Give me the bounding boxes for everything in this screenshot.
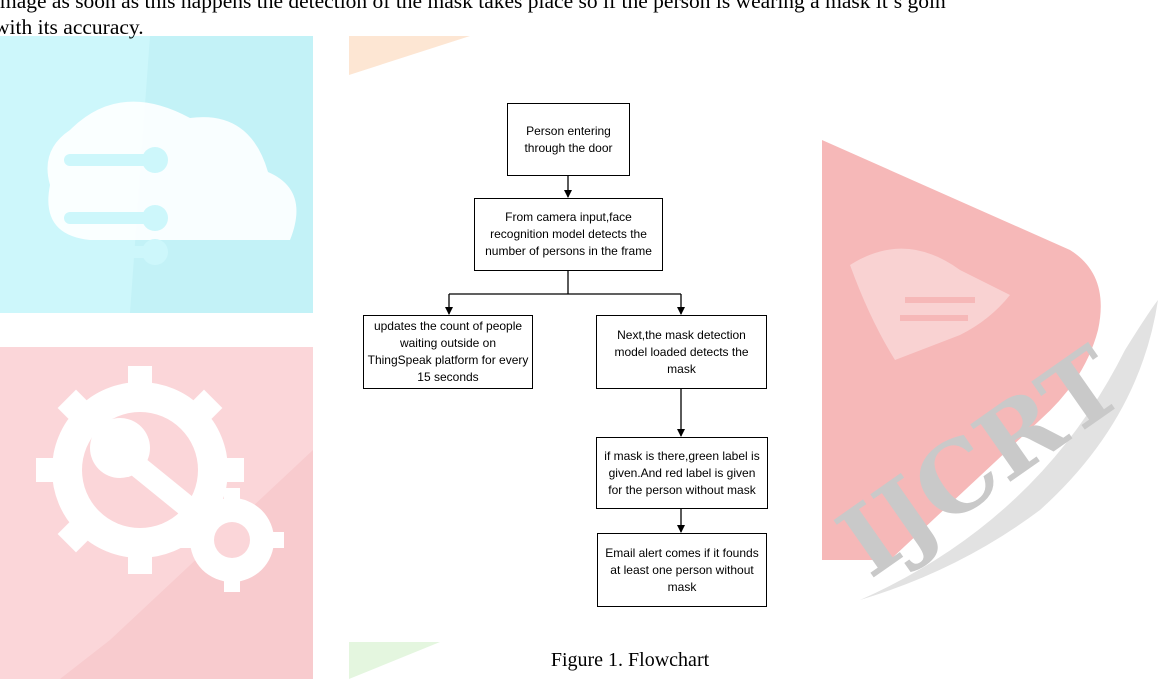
node-email-alert: Email alert comes if it founds at least … [597, 533, 767, 607]
figure-caption: Figure 1. Flowchart [550, 649, 710, 671]
watermark-orange-shape [349, 36, 470, 75]
paragraph-line-1: image as soon as this happens the detect… [0, 0, 946, 13]
book-icon [850, 248, 1010, 360]
gear-connector [119, 449, 221, 536]
watermark-green-shape [349, 642, 440, 679]
cloud-circuit-icon [47, 101, 297, 240]
node-mask-detection: Next,the mask detection model loaded det… [596, 315, 767, 389]
watermark-pink-shadow [60, 450, 313, 679]
node-labels: if mask is there,green label is given.An… [596, 437, 768, 509]
circuit-lines-icon [64, 154, 161, 258]
body-paragraph: image as soon as this happens the detect… [0, 0, 1170, 40]
watermark-red-shape [822, 140, 1101, 560]
paragraph-line-2: with its accuracy. [0, 15, 144, 39]
book-page-lines-icon [900, 297, 975, 321]
node-updates-count: updates the count of people waiting outs… [363, 315, 533, 389]
node-person-entering: Person entering through the door [507, 103, 630, 176]
node-camera-input: From camera input,face recognition model… [474, 198, 663, 271]
small-gear-hole [214, 522, 250, 558]
circuit-dots-icon [142, 147, 168, 265]
